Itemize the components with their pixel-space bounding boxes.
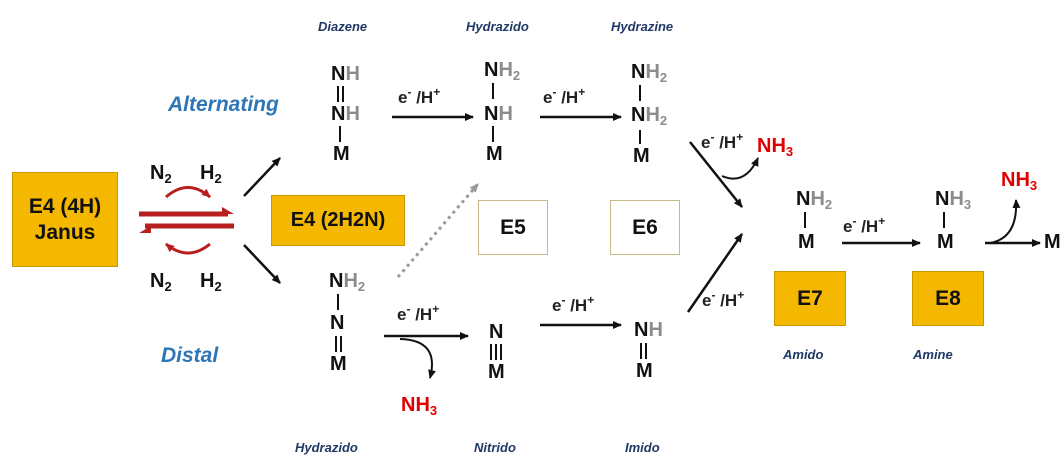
n2-top: N2 bbox=[150, 162, 172, 186]
caption-hydrazido-top: Hydrazido bbox=[466, 19, 529, 34]
e5-box: E5 bbox=[478, 200, 548, 255]
diazene-metal: M bbox=[333, 143, 350, 165]
eh-label-7: e- /H+ bbox=[843, 214, 886, 236]
e7-box: E7 bbox=[774, 271, 846, 326]
hydrazido-top-metal: M bbox=[486, 143, 503, 165]
distal-label: Distal bbox=[161, 344, 219, 367]
nitrido-triple-c bbox=[500, 344, 502, 360]
hydrazine-bond-1 bbox=[639, 85, 641, 101]
arrow-hydrazine-amido bbox=[689, 141, 743, 208]
amine-metal: M bbox=[937, 231, 954, 253]
e4-2h2n-box: E4 (2H2N) bbox=[271, 195, 405, 246]
lower-curved-arrow bbox=[165, 242, 211, 255]
nitrido-metal: M bbox=[488, 361, 505, 383]
hydrazine-bond-2 bbox=[639, 130, 641, 144]
hydrazine-nh2-upper: NH2 bbox=[631, 61, 668, 85]
nitrido-triple-a bbox=[490, 344, 492, 360]
amido-bond bbox=[804, 212, 806, 228]
e4-janus-line1: E4 (4H) bbox=[28, 194, 102, 218]
hydrazido-bottom-metal: M bbox=[330, 353, 347, 375]
diazene-structure: NH bbox=[331, 63, 360, 85]
hydrazido-top-bond-1 bbox=[492, 83, 494, 99]
hydrazido-top-bond-2 bbox=[492, 126, 494, 142]
eh-label-4: e- /H+ bbox=[397, 302, 440, 324]
eh-label-3: e- /H+ bbox=[701, 130, 744, 152]
alternating-label: Alternating bbox=[168, 93, 279, 116]
hydrazine-nh2-lower: NH2 bbox=[631, 104, 668, 128]
eh-label-1: e- /H+ bbox=[398, 85, 441, 107]
nh3-release-top: NH3 bbox=[757, 135, 794, 159]
caption-amine: Amine bbox=[913, 347, 953, 362]
imido-metal: M bbox=[636, 360, 653, 382]
diazene-single-bond bbox=[339, 126, 341, 142]
caption-amido: Amido bbox=[783, 347, 824, 362]
amine-nh3: NH3 bbox=[935, 188, 972, 212]
amido-nh2: NH2 bbox=[796, 188, 833, 212]
upper-curved-arrow bbox=[165, 186, 211, 199]
hydrazido-bottom-bond-1 bbox=[337, 294, 339, 310]
caption-nitrido: Nitrido bbox=[474, 440, 516, 455]
final-metal: M bbox=[1044, 231, 1061, 253]
imido-double-a bbox=[640, 343, 642, 359]
caption-diazene: Diazene bbox=[318, 19, 368, 34]
diazene-double-bond-a bbox=[337, 86, 339, 102]
arrow-imido-amido bbox=[686, 233, 744, 313]
caption-hydrazido-bottom: Hydrazido bbox=[295, 440, 358, 455]
e4-janus-line2: Janus bbox=[34, 220, 96, 244]
branch-down-arrow bbox=[243, 244, 281, 284]
eh-label-2: e- /H+ bbox=[543, 85, 586, 107]
e8-box: E8 bbox=[912, 271, 984, 326]
caption-imido: Imido bbox=[625, 440, 660, 455]
nitrido-triple-b bbox=[495, 344, 497, 360]
hydrazido-bottom-n: N bbox=[330, 312, 345, 334]
diazene-nh-2: NH bbox=[331, 103, 360, 125]
eh-label-6: e- /H+ bbox=[702, 288, 745, 310]
curved-nh3-release-top bbox=[721, 157, 759, 180]
hydrazine-metal: M bbox=[633, 145, 650, 167]
curved-nh3-release-final bbox=[989, 199, 1021, 244]
n2-bottom: N2 bbox=[150, 270, 172, 294]
hydrazido-top-nh2: NH2 bbox=[484, 59, 521, 83]
hydrazido-top-nh: NH bbox=[484, 103, 513, 125]
e4-janus-box: E4 (4H) Janus bbox=[12, 172, 118, 267]
h2-top: H2 bbox=[200, 162, 222, 186]
nh3-release-bottom: NH3 bbox=[401, 394, 438, 418]
nh3-release-final: NH3 bbox=[1001, 169, 1038, 193]
diazene-double-bond-b bbox=[342, 86, 344, 102]
equilibrium-arrows bbox=[139, 207, 234, 233]
amido-metal: M bbox=[798, 231, 815, 253]
hydrazido-bottom-double-a bbox=[335, 336, 337, 352]
imido-nh: NH bbox=[634, 319, 663, 341]
hydrazido-bottom-nh2: NH2 bbox=[329, 270, 366, 294]
branch-up-arrow bbox=[243, 157, 281, 197]
eh-label-5: e- /H+ bbox=[552, 293, 595, 315]
h2-bottom: H2 bbox=[200, 270, 222, 294]
amine-bond bbox=[943, 212, 945, 228]
hydrazido-bottom-double-b bbox=[340, 336, 342, 352]
imido-double-b bbox=[645, 343, 647, 359]
nitrido-n: N bbox=[489, 321, 504, 343]
e6-box: E6 bbox=[610, 200, 680, 255]
caption-hydrazine: Hydrazine bbox=[611, 19, 674, 34]
curved-nh3-release-bottom bbox=[399, 338, 436, 379]
dotted-cross-arrow bbox=[396, 183, 480, 278]
